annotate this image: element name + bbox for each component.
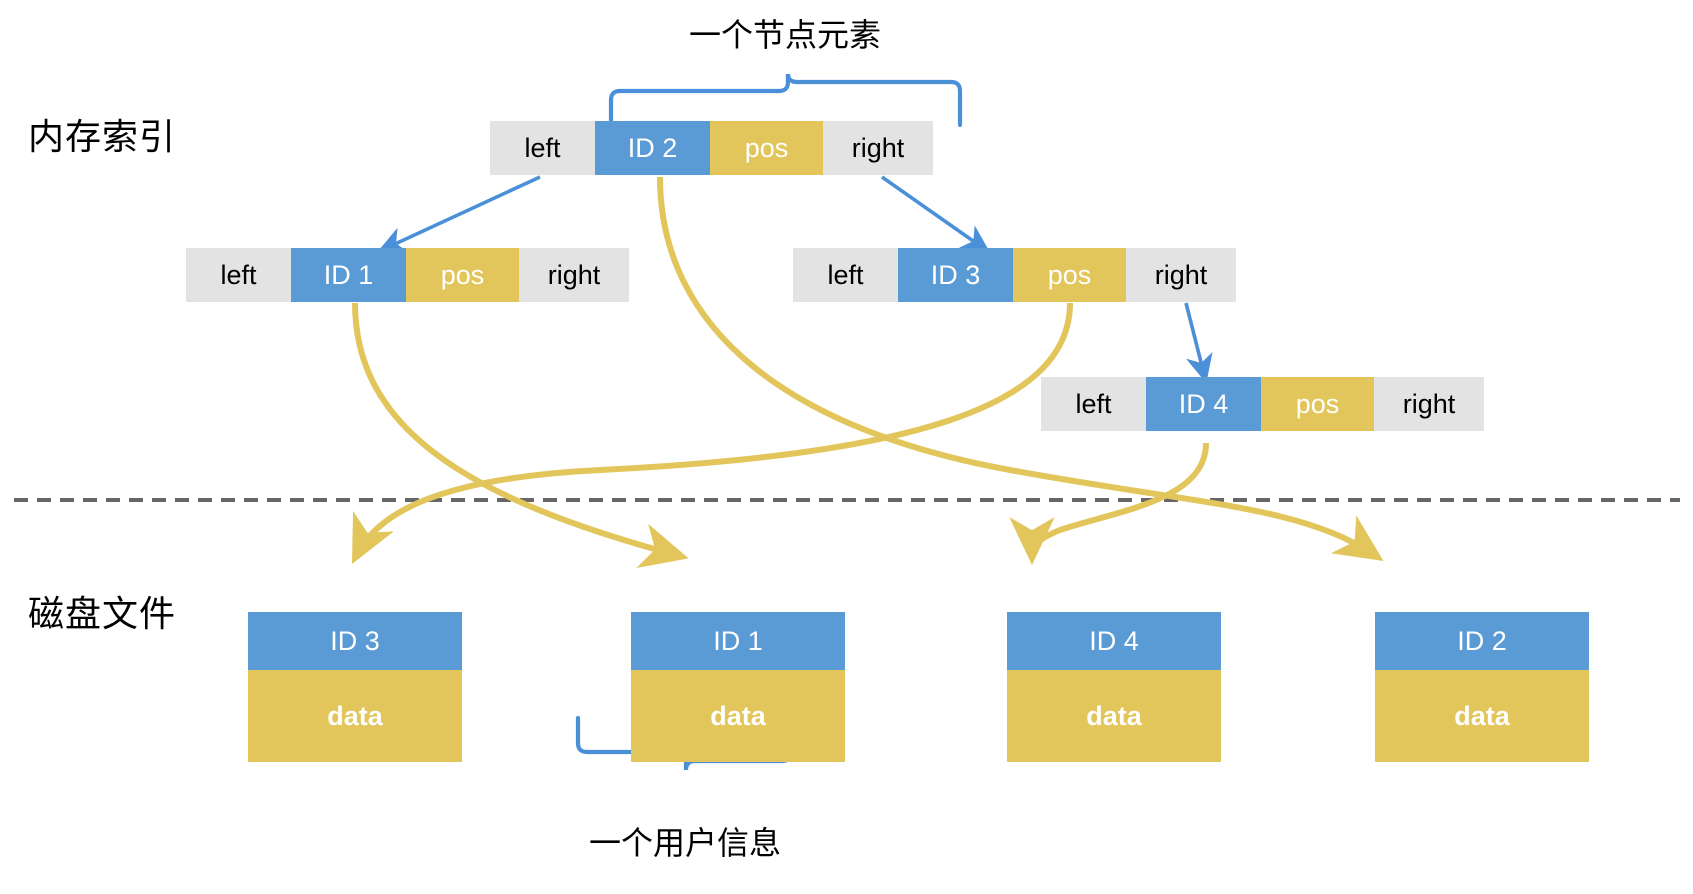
caption-node-element: 一个节点元素 [688, 16, 881, 54]
brace-node-element [608, 73, 963, 128]
edge-root-to-id1 [377, 175, 541, 253]
label-memory-index: 内存索引 [28, 117, 177, 158]
record-id3-data: data [248, 670, 462, 762]
id1-left-cell[interactable]: left [186, 248, 291, 302]
pointer-id3-to-record [351, 302, 1073, 565]
id4-left-cell[interactable]: left [1041, 377, 1146, 431]
pointer-id1-to-record [352, 302, 689, 568]
edge-id3-to-id4 [1184, 302, 1213, 384]
id1-pos-cell[interactable]: pos [406, 248, 519, 302]
index-node-id3[interactable]: left ID 3 pos right [793, 248, 1236, 302]
pointer-id4-to-record [1009, 442, 1209, 565]
id4-id-cell[interactable]: ID 4 [1146, 377, 1261, 431]
index-node-root[interactable]: left ID 2 pos right [490, 121, 933, 175]
index-node-id4[interactable]: left ID 4 pos right [1041, 377, 1484, 431]
disk-record-id3[interactable]: ID 3 data [248, 612, 462, 762]
record-id4-header: ID 4 [1007, 612, 1221, 670]
root-id-cell[interactable]: ID 2 [595, 121, 710, 175]
disk-record-id4[interactable]: ID 4 data [1007, 612, 1221, 762]
index-node-id1[interactable]: left ID 1 pos right [186, 248, 629, 302]
id1-right-cell[interactable]: right [519, 248, 629, 302]
id1-id-cell[interactable]: ID 1 [291, 248, 406, 302]
id4-pos-cell[interactable]: pos [1261, 377, 1374, 431]
record-id2-header: ID 2 [1375, 612, 1589, 670]
record-id3-header: ID 3 [248, 612, 462, 670]
disk-record-id2[interactable]: ID 2 data [1375, 612, 1589, 762]
pointer-id2-to-record [657, 176, 1384, 562]
record-id4-data: data [1007, 670, 1221, 762]
caption-user-record: 一个用户信息 [588, 824, 781, 862]
id3-pos-cell[interactable]: pos [1013, 248, 1126, 302]
label-disk-file: 磁盘文件 [28, 594, 177, 635]
id3-id-cell[interactable]: ID 3 [898, 248, 1013, 302]
id4-right-cell[interactable]: right [1374, 377, 1484, 431]
edge-root-to-id3 [880, 175, 991, 254]
record-id1-data: data [631, 670, 845, 762]
root-left-cell[interactable]: left [490, 121, 595, 175]
root-pos-cell[interactable]: pos [710, 121, 823, 175]
disk-record-id1[interactable]: ID 1 data [631, 612, 845, 762]
root-right-cell[interactable]: right [823, 121, 933, 175]
id3-left-cell[interactable]: left [793, 248, 898, 302]
id3-right-cell[interactable]: right [1126, 248, 1236, 302]
record-id2-data: data [1375, 670, 1589, 762]
record-id1-header: ID 1 [631, 612, 845, 670]
